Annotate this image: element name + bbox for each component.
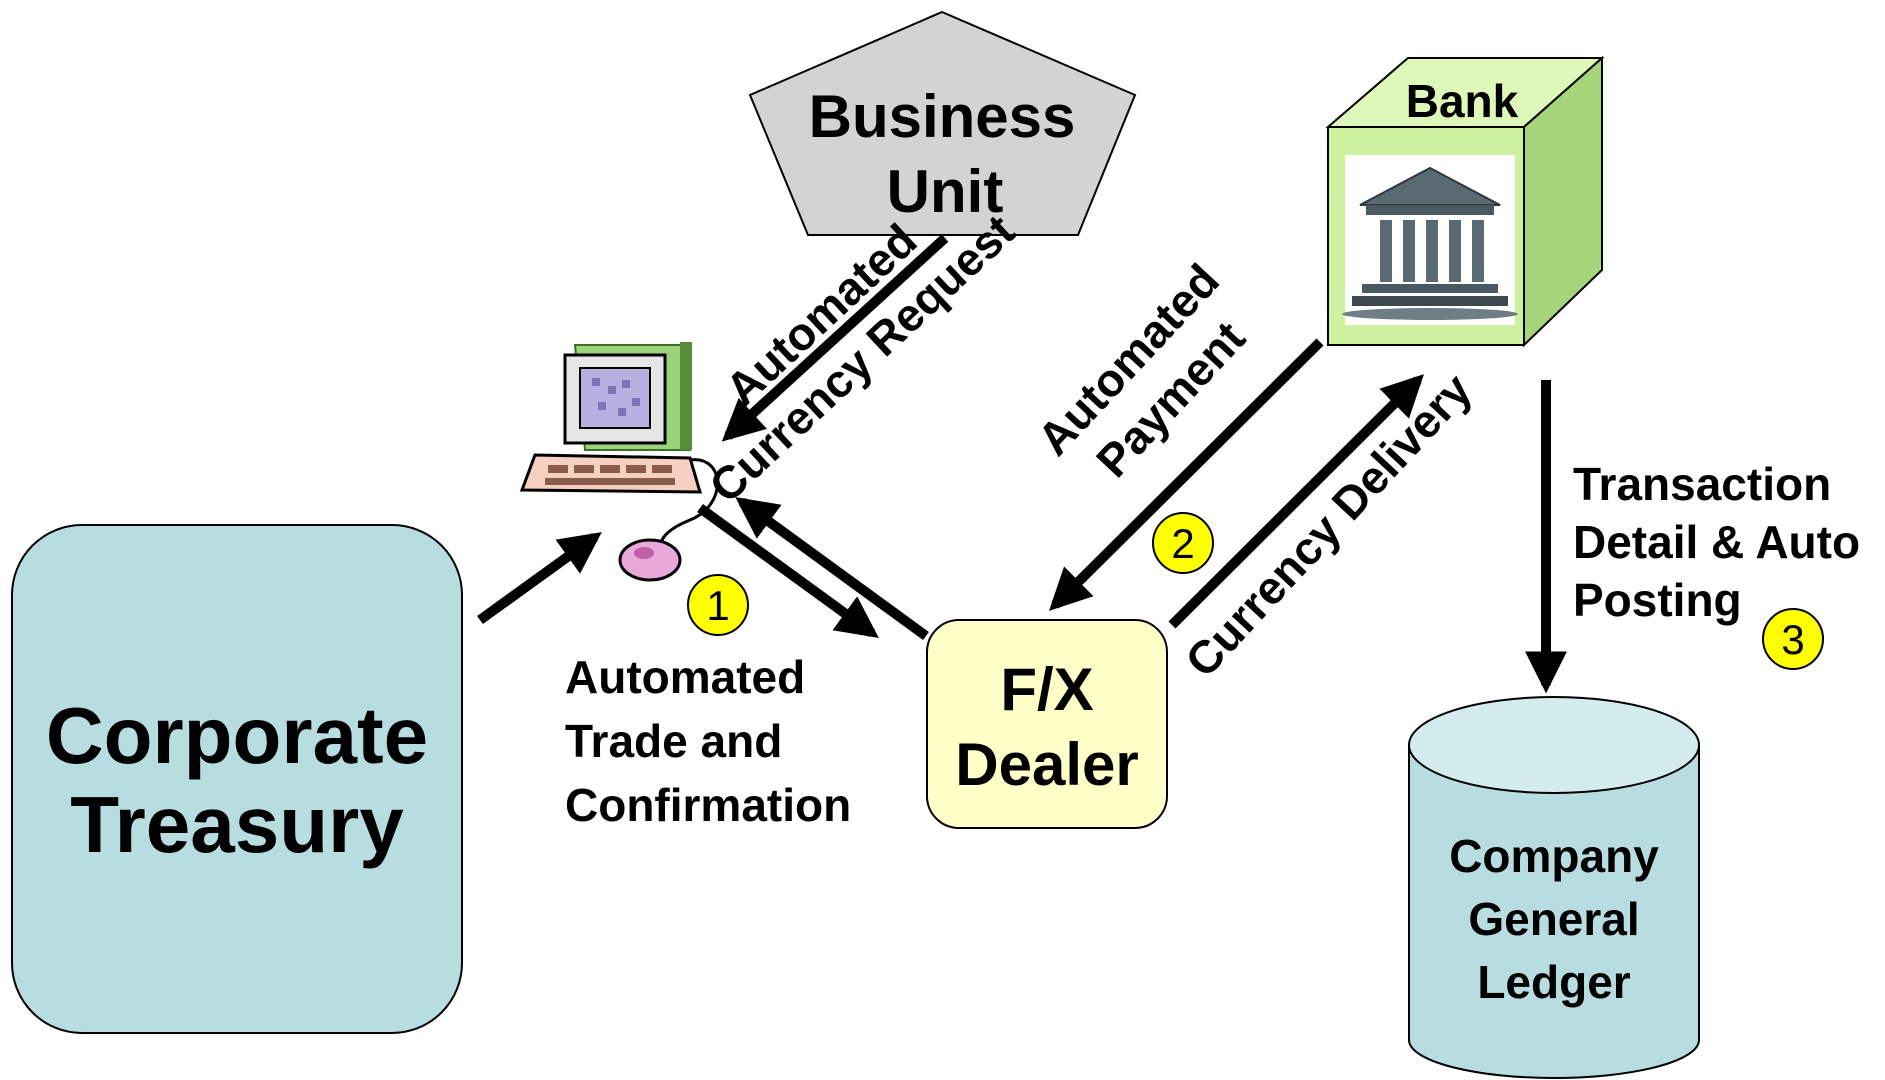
ledger-line1: Company [1449, 830, 1659, 882]
business-unit-line2: Unit [887, 158, 1004, 225]
bank-building-icon [1342, 155, 1518, 325]
ledger-cylinder-body [1408, 745, 1700, 1079]
label-currency-delivery: Currency Delivery [1175, 363, 1482, 687]
fx-dealer-line1: F/X [1000, 656, 1093, 723]
step-badge-1: 1 [687, 574, 749, 636]
corporate-treasury-box [11, 524, 463, 1034]
step-badge-3-number: 3 [1781, 616, 1804, 663]
fx-dealer-line2: Dealer [955, 731, 1138, 798]
currency-delivery-text: Currency Delivery [1175, 363, 1482, 687]
fx-dealer-box [926, 619, 1168, 829]
transaction-detail-line3: Posting [1573, 574, 1742, 626]
transaction-detail-line2: Detail & Auto [1573, 516, 1860, 568]
fx-dealer-node: F/X Dealer [926, 619, 1168, 829]
company-ledger-node: Company General Ledger [1408, 696, 1700, 1079]
label-transaction-detail: Transaction Detail & Auto Posting [1573, 458, 1860, 626]
corporate-treasury-line2: Treasury [70, 780, 404, 869]
step-badge-2-number: 2 [1171, 520, 1194, 567]
arrow-fx-to-bank [1168, 374, 1424, 629]
bank-title: Bank [1406, 75, 1519, 127]
trade-confirmation-line2: Trade and [565, 715, 782, 767]
corporate-treasury-node: Corporate Treasury [11, 524, 463, 1034]
transaction-detail-line1: Transaction [1573, 458, 1831, 510]
step-badge-2: 2 [1152, 512, 1214, 574]
ledger-line2: General [1468, 893, 1639, 945]
bank-node: Bank [1325, 55, 1605, 348]
label-trade-confirmation: Automated Trade and Confirmation [565, 651, 851, 831]
step-badge-1-number: 1 [706, 582, 729, 629]
arrows [477, 234, 1567, 694]
trade-confirmation-line3: Confirmation [565, 779, 851, 831]
business-unit-pentagon [748, 10, 1137, 236]
arrow-business-unit-to-computer [721, 234, 949, 442]
ledger-cylinder-top [1408, 696, 1700, 794]
ledger-line3: Ledger [1477, 956, 1630, 1008]
arrow-treasury-to-computer [477, 532, 602, 625]
business-unit-line1: Business [809, 83, 1076, 150]
arrow-fx-to-computer [735, 497, 929, 641]
label-payment: Automated Payment [1027, 254, 1255, 487]
arrow-computer-to-fx [697, 503, 879, 638]
computer-workstation-icon [519, 342, 719, 582]
business-unit-node: Business Unit [748, 10, 1137, 236]
step-badge-3: 3 [1762, 608, 1824, 670]
corporate-treasury-line1: Corporate [46, 691, 428, 780]
arrow-bank-to-fx [1049, 338, 1324, 611]
trade-confirmation-line1: Automated [565, 651, 805, 703]
